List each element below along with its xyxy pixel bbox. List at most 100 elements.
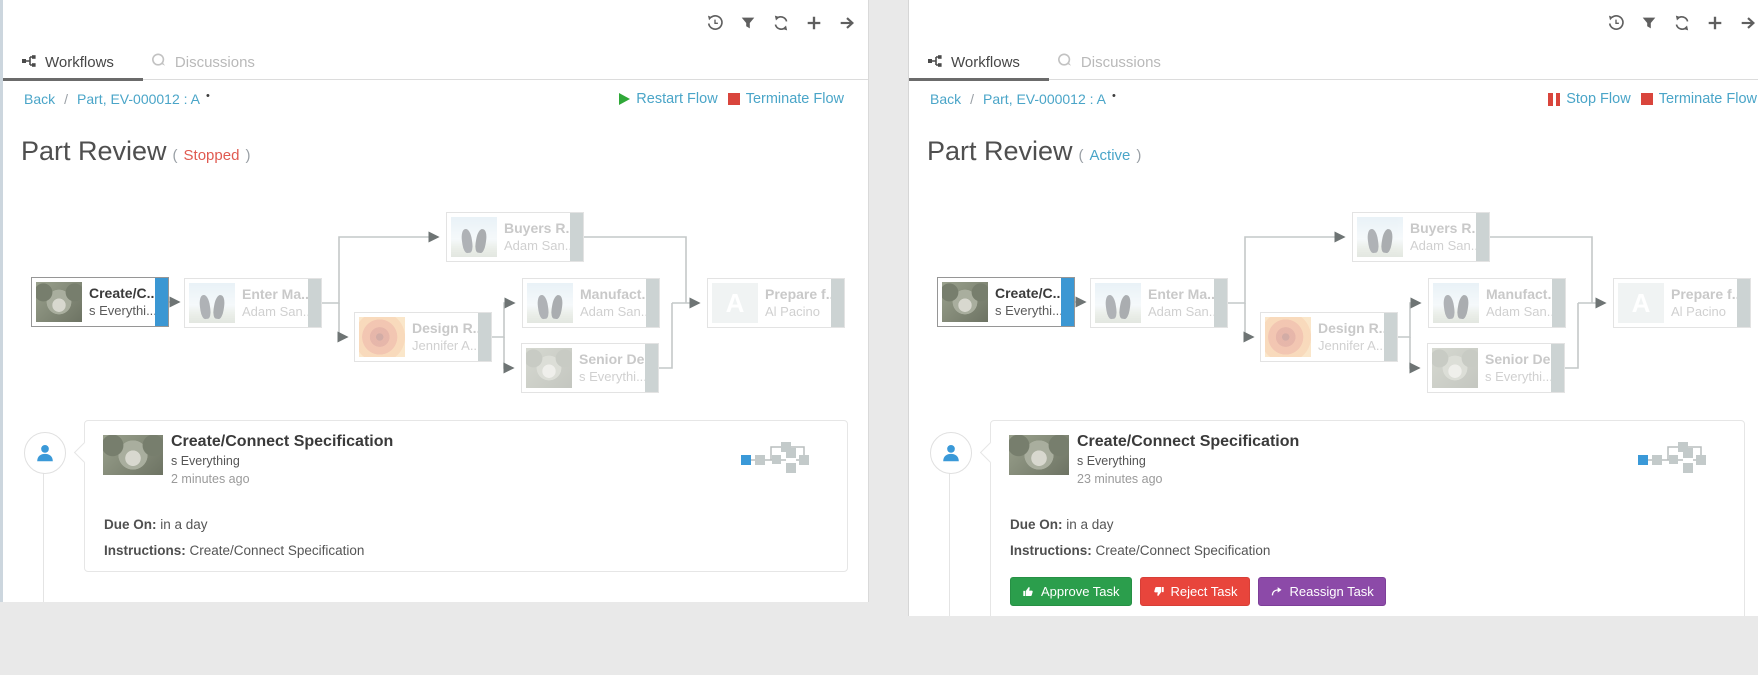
- arrow-right-icon[interactable]: [838, 14, 856, 32]
- node-subtitle: Adam San...: [242, 304, 314, 320]
- filter-icon[interactable]: [1640, 14, 1658, 32]
- workflow-icon: [21, 53, 37, 73]
- status-paren-close: ): [245, 147, 250, 164]
- task-timeline: Create/Connect Specification s Everythin…: [909, 385, 1758, 616]
- refresh-icon[interactable]: [772, 14, 790, 32]
- restart-flow-label: Restart Flow: [636, 91, 717, 107]
- node-title: Design R...: [412, 320, 484, 338]
- node-status-bar: [155, 278, 168, 326]
- back-link[interactable]: Back: [930, 91, 961, 107]
- tab-workflows[interactable]: Workflows: [909, 46, 1038, 79]
- terminate-flow-link[interactable]: Terminate Flow: [728, 91, 844, 107]
- arrow-right-icon[interactable]: [1739, 14, 1757, 32]
- discussion-icon: [1056, 52, 1073, 73]
- stop-flow-label: Stop Flow: [1566, 91, 1630, 107]
- reject-task-label: Reject Task: [1171, 584, 1238, 599]
- node-subtitle: s Everythi...: [995, 303, 1064, 319]
- back-link[interactable]: Back: [24, 91, 55, 107]
- restart-flow-link[interactable]: Restart Flow: [619, 91, 717, 107]
- node-avatar-penguins: [189, 283, 235, 323]
- node-avatar-flower: [359, 317, 405, 357]
- breadcrumb-dot: •: [1112, 90, 1116, 102]
- pause-icon: [1548, 93, 1560, 106]
- node-title: Create/C...: [89, 285, 158, 303]
- workflow-node-enter-ma[interactable]: Enter Ma...Adam San...: [184, 278, 322, 328]
- workflow-panel-left: Workflows Discussions Back / Part, EV-00…: [3, 0, 869, 602]
- node-status-bar: [1214, 279, 1227, 327]
- add-icon[interactable]: [805, 14, 823, 32]
- approve-task-label: Approve Task: [1041, 584, 1120, 599]
- node-subtitle: Jennifer A...: [412, 338, 484, 354]
- node-avatar-koala: [526, 348, 572, 388]
- node-subtitle: Adam San...: [504, 238, 577, 254]
- node-title: Buyers R...: [1410, 220, 1483, 238]
- node-status-bar: [570, 213, 583, 261]
- stop-flow-link[interactable]: Stop Flow: [1548, 91, 1630, 107]
- node-avatar-penguins: [1095, 283, 1141, 323]
- breadcrumb: Back / Part, EV-000012 : A • Restart Flo…: [3, 79, 868, 119]
- task-card[interactable]: Create/Connect Specification s Everythin…: [990, 420, 1745, 616]
- workflow-node-design[interactable]: Design R...Jennifer A...: [354, 312, 492, 362]
- page-title-row: Part Review ( Active ): [927, 136, 1141, 167]
- workflow-node-manufacturing[interactable]: Manufact...Adam San...: [522, 278, 660, 328]
- due-value: in a day: [1066, 517, 1113, 532]
- node-title: Prepare f...: [1671, 286, 1743, 304]
- flow-actions: Stop Flow Terminate Flow: [1548, 91, 1758, 107]
- node-subtitle: Adam San...: [1486, 304, 1559, 320]
- node-subtitle: Jennifer A...: [1318, 338, 1390, 354]
- card-notch: [74, 442, 95, 463]
- reassign-task-button[interactable]: Reassign Task: [1258, 577, 1386, 606]
- history-icon[interactable]: [1607, 14, 1625, 32]
- due-label: Due On:: [104, 517, 157, 532]
- flow-actions: Restart Flow Terminate Flow: [619, 91, 868, 107]
- workflow-node-create-connect[interactable]: Create/C...s Everythi...: [937, 277, 1075, 327]
- history-icon[interactable]: [706, 14, 724, 32]
- tab-workflows-label: Workflows: [951, 54, 1020, 71]
- workflow-node-create-connect[interactable]: Create/C...s Everythi...: [31, 277, 169, 327]
- terminate-flow-link[interactable]: Terminate Flow: [1641, 91, 1757, 107]
- workflow-node-manufacturing[interactable]: Manufact...Adam San...: [1428, 278, 1566, 328]
- task-due: Due On: in a day: [1010, 517, 1114, 532]
- task-action-buttons: Approve Task Reject Task Reassign Task: [1010, 577, 1386, 606]
- reject-task-button[interactable]: Reject Task: [1140, 577, 1250, 606]
- workflow-node-buyers[interactable]: Buyers R...Adam San...: [1352, 212, 1490, 262]
- stop-square-icon: [728, 93, 740, 105]
- breadcrumb-item-link[interactable]: Part, EV-000012 : A: [983, 91, 1106, 107]
- instructions-value: Create/Connect Specification: [190, 543, 365, 558]
- node-avatar-koala: [942, 282, 988, 322]
- node-status-bar: [478, 313, 491, 361]
- node-title: Create/C...: [995, 285, 1064, 303]
- workflow-node-buyers[interactable]: Buyers R...Adam San...: [446, 212, 584, 262]
- tab-discussions[interactable]: Discussions: [132, 46, 273, 79]
- tab-discussions[interactable]: Discussions: [1038, 46, 1179, 79]
- workflow-diagram: Create/C...s Everythi... Enter Ma...Adam…: [909, 190, 1758, 405]
- workflow-panel-right: Workflows Discussions Back / Part, EV-00…: [908, 0, 1758, 616]
- filter-icon[interactable]: [739, 14, 757, 32]
- workflow-node-prepare[interactable]: A Prepare f...Al Pacino: [1613, 278, 1751, 328]
- status-paren-open: (: [173, 147, 178, 164]
- workflow-node-enter-ma[interactable]: Enter Ma...Adam San...: [1090, 278, 1228, 328]
- tab-workflows[interactable]: Workflows: [3, 46, 132, 79]
- node-avatar-koala: [36, 282, 82, 322]
- node-avatar-flower: [1265, 317, 1311, 357]
- node-title: Buyers R...: [504, 220, 577, 238]
- node-status-bar: [646, 279, 659, 327]
- breadcrumb-dot: •: [206, 90, 210, 102]
- task-due: Due On: in a day: [104, 517, 208, 532]
- instructions-value: Create/Connect Specification: [1096, 543, 1271, 558]
- page-title: Part Review: [927, 136, 1073, 167]
- node-title: Enter Ma...: [242, 286, 314, 304]
- workflow-node-prepare[interactable]: A Prepare f...Al Pacino: [707, 278, 845, 328]
- thumbs-up-icon: [1022, 585, 1035, 598]
- breadcrumb-item-link[interactable]: Part, EV-000012 : A: [77, 91, 200, 107]
- refresh-icon[interactable]: [1673, 14, 1691, 32]
- task-title: Create/Connect Specification: [1077, 433, 1299, 451]
- task-card[interactable]: Create/Connect Specification s Everythin…: [84, 420, 848, 572]
- tab-discussions-label: Discussions: [1081, 54, 1161, 71]
- workflow-node-design[interactable]: Design R...Jennifer A...: [1260, 312, 1398, 362]
- workflow-icon: [927, 53, 943, 73]
- approve-task-button[interactable]: Approve Task: [1010, 577, 1132, 606]
- thumbs-down-icon: [1152, 585, 1165, 598]
- add-icon[interactable]: [1706, 14, 1724, 32]
